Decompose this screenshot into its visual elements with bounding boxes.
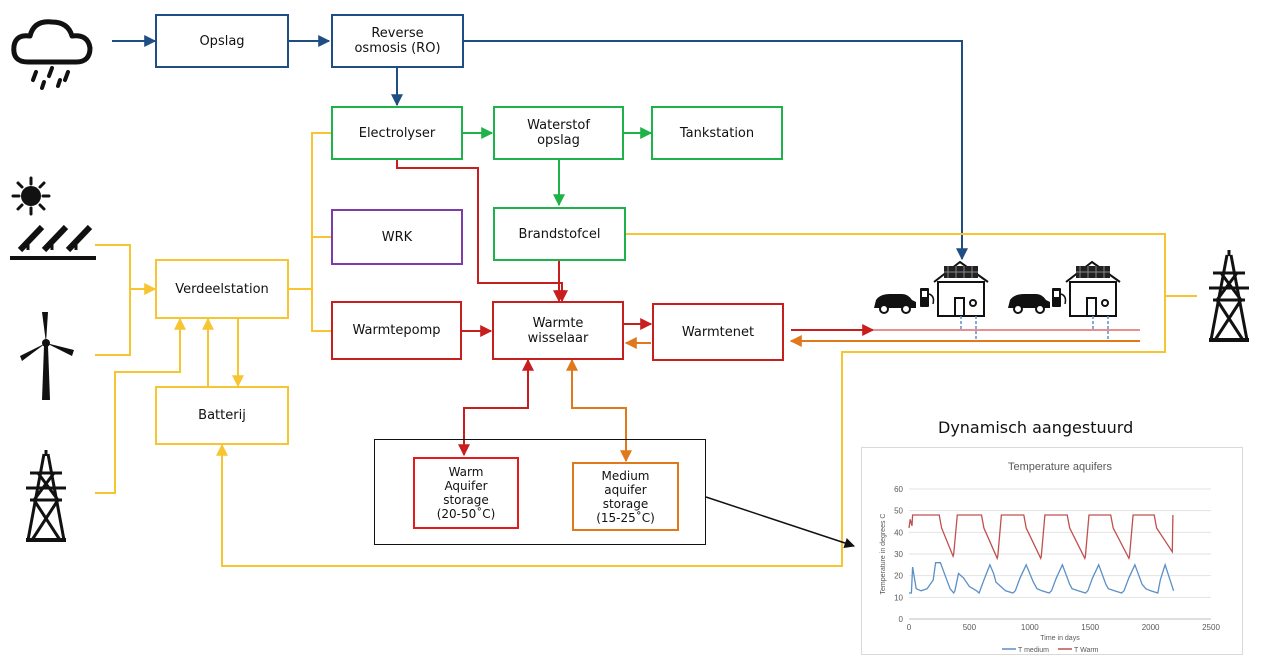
chart-svg: Temperature aquifers 0 10 20 30 40 50 60 0 500 100… (880, 461, 1220, 654)
electrolyser-heat-arrow (396, 160, 568, 303)
reverse-osmosis-box: Reverse osmosis (RO) (331, 14, 464, 68)
aquifer-to-chart-arrow (705, 496, 855, 549)
wrk-box: WRK (331, 209, 463, 265)
y-tick-label: 10 (894, 593, 903, 602)
legend-label: T Warm (1074, 647, 1099, 654)
heat-flows (396, 160, 1140, 457)
wind-to-verdeelstation-line (95, 289, 131, 356)
y-tick-label: 50 (894, 507, 903, 516)
warmtepomp-box: Warmtepomp (331, 301, 462, 360)
brandstofcel-to-grid-line (216, 233, 1166, 567)
electrolyser-box: Electrolyser (331, 106, 463, 160)
warmtewisselaar-box: Warmte wisselaar (492, 301, 624, 360)
aquifer-temperature-chart: Temperature aquifers 0 10 20 30 40 50 60 0 500 100… (861, 447, 1243, 655)
legend-label: T medium (1018, 647, 1049, 654)
electricity-flows (95, 132, 1197, 567)
ro-to-houses-arrow (464, 40, 968, 261)
power-pylon-icon (26, 450, 66, 542)
x-tick-label: 500 (963, 623, 977, 632)
grid-to-verdeelstation-arrow (95, 317, 186, 494)
x-tick-label: 0 (907, 623, 912, 632)
y-tick-label: 60 (894, 485, 903, 494)
dynamic-control-title: Dynamisch aangestuurd (938, 418, 1134, 437)
bus-to-warmtepomp (311, 289, 331, 332)
warm-aquifer-box: Warm Aquifer storage (20-50˚C) (413, 457, 519, 529)
x-tick-label: 1000 (1021, 623, 1039, 632)
opslag-box: Opslag (155, 14, 289, 68)
series-line (909, 562, 1175, 595)
y-tick-label: 0 (899, 615, 904, 624)
medium-aquifer-box: Medium aquifer storage (15-25˚C) (572, 462, 679, 531)
brandstofcel-box: Brandstofcel (493, 207, 626, 261)
water-flows (112, 35, 968, 261)
y-tick-label: 20 (894, 572, 903, 581)
house-pipes (960, 316, 977, 341)
aquifer-group (374, 439, 706, 545)
tankstation-box: Tankstation (651, 106, 783, 160)
solar-to-verdeelstation-line (95, 244, 131, 289)
chart-title: Temperature aquifers (1008, 461, 1112, 473)
house-pipes (1092, 316, 1109, 341)
electric-car-icon (1008, 294, 1050, 314)
x-tick-label: 2000 (1142, 623, 1160, 632)
y-axis-label: Temperature in degrees C (880, 514, 887, 595)
medium-aquifer-exchange-arrow (566, 358, 632, 463)
verdeelstation-to-units-bus (289, 132, 331, 290)
power-pylon-icon (1209, 250, 1249, 342)
series-line (908, 514, 1174, 561)
warmtenet-box: Warmtenet (652, 303, 784, 361)
x-axis-label: Time in days (1040, 635, 1080, 642)
x-tick-label: 2500 (1202, 623, 1220, 632)
house-icon (933, 260, 989, 317)
rain-cloud-icon (11, 19, 93, 90)
y-tick-label: 40 (894, 528, 903, 537)
batterij-box: Batterij (155, 386, 289, 445)
solar-panel-icon (10, 224, 96, 260)
waterstof-opslag-box: Waterstof opslag (493, 106, 624, 160)
warm-aquifer-exchange-arrow (458, 358, 534, 457)
electric-car-icon (874, 294, 916, 314)
charger-icon (1052, 288, 1067, 307)
sun-icon (11, 176, 51, 216)
y-tick-label: 30 (894, 550, 903, 559)
verdeelstation-box: Verdeelstation (155, 259, 289, 319)
wind-turbine-icon (20, 312, 74, 400)
medium-heat-flows (566, 335, 1140, 463)
hydrogen-flows (463, 127, 653, 207)
x-tick-label: 1500 (1081, 623, 1099, 632)
house-icon (1065, 260, 1121, 317)
charger-icon (920, 288, 935, 307)
